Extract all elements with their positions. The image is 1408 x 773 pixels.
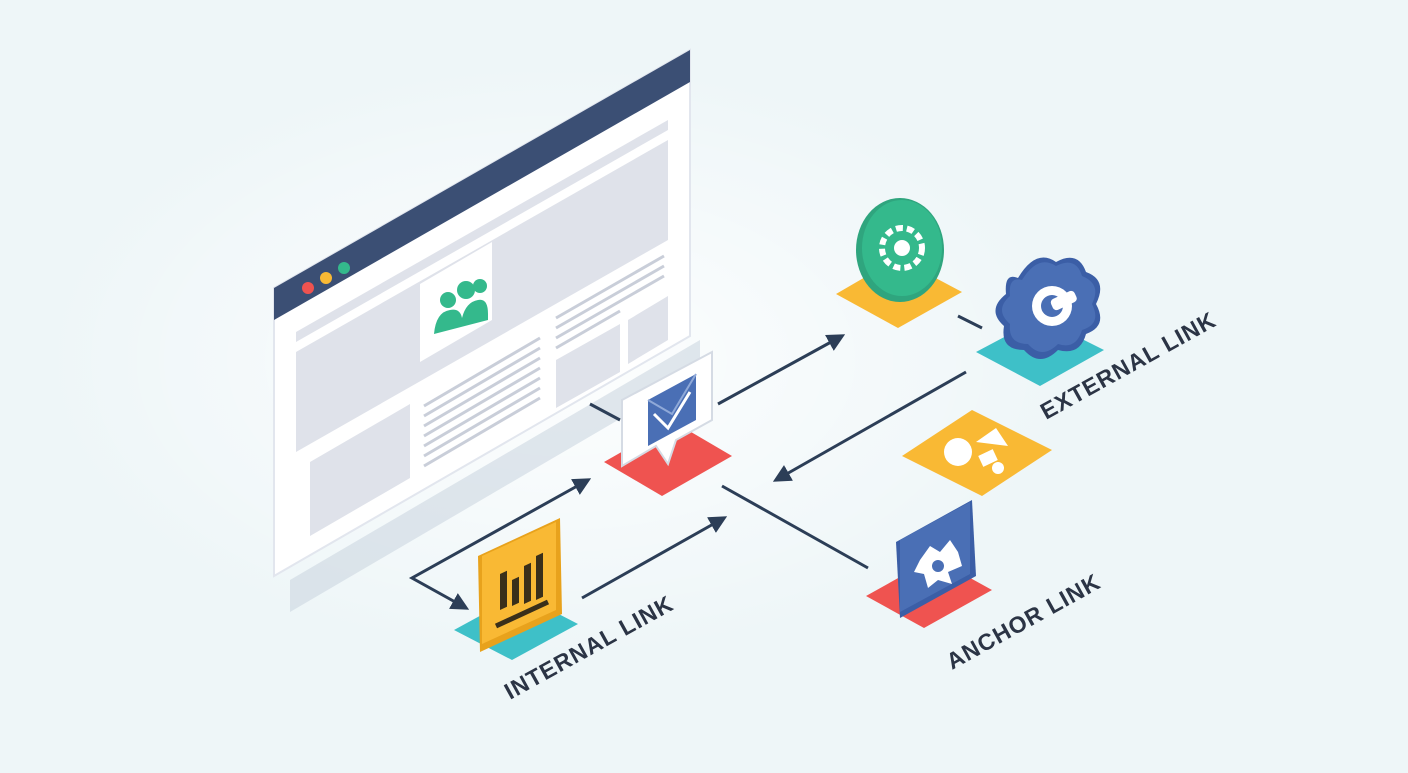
sidebar-panel: [310, 404, 410, 536]
connectors: [408, 314, 983, 610]
globe-link-icon: [1032, 286, 1077, 326]
browser-title-bar: [274, 50, 690, 320]
window-close-dot[interactable]: [302, 282, 314, 294]
arrow-internal-to-center: [581, 516, 728, 600]
bar-chart-icon: [494, 552, 550, 629]
arrow-center-to-gear: [717, 334, 846, 406]
window-maximize-dot[interactable]: [338, 262, 350, 274]
arrow-external-to-center: [772, 370, 967, 482]
side-text-block: [555, 254, 665, 350]
puzzle-node[interactable]: [902, 410, 1052, 496]
window-minimize-dot[interactable]: [320, 272, 332, 284]
center-to-anchor-line: [721, 484, 869, 570]
user-group-icon: [434, 279, 488, 334]
anchor-badge-icon: [914, 540, 962, 588]
puzzle-tile: [902, 410, 1052, 496]
content-card-a: [556, 324, 620, 408]
anchor-link-node[interactable]: [866, 500, 992, 628]
internal-link-node[interactable]: [454, 518, 578, 660]
gear-to-external-dash: [957, 314, 983, 330]
browser-to-center-line: [589, 402, 621, 422]
external-link-node[interactable]: [976, 257, 1104, 386]
content-card-b: [628, 296, 668, 364]
puzzle-shapes-icon: [944, 428, 1008, 474]
article-text-block: [423, 336, 541, 468]
gear-icon: [879, 225, 925, 271]
arrow-internal-loop: [408, 478, 592, 610]
address-bar: [296, 120, 668, 342]
email-check-icon: [647, 373, 697, 446]
center-node[interactable]: [604, 350, 732, 496]
gear-node[interactable]: [836, 198, 962, 328]
hero-image: [420, 242, 492, 362]
